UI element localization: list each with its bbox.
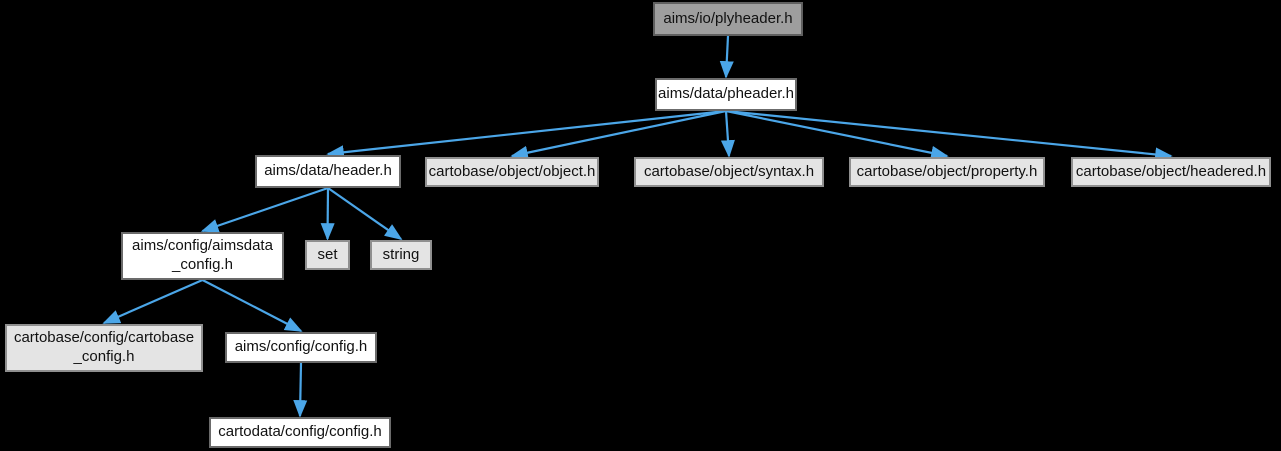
edge-pheader-to-header bbox=[326, 109, 727, 160]
node-syntax[interactable]: cartobase/object/syntax.h bbox=[634, 157, 824, 187]
node-cartobase_config[interactable]: cartobase/config/cartobase _config.h bbox=[5, 324, 203, 372]
node-object[interactable]: cartobase/object/object.h bbox=[425, 157, 599, 187]
node-headered[interactable]: cartobase/object/headered.h bbox=[1071, 157, 1271, 187]
node-string[interactable]: string bbox=[370, 240, 432, 270]
node-cartodata_config[interactable]: cartodata/config/config.h bbox=[209, 417, 391, 448]
edge-plyheader-to-pheader bbox=[719, 35, 734, 79]
edge-pheader-to-property bbox=[725, 109, 949, 160]
node-aims_config[interactable]: aims/config/config.h bbox=[225, 332, 377, 363]
node-property[interactable]: cartobase/object/property.h bbox=[849, 157, 1045, 187]
edge-aimsdata_config-to-cartobase_config bbox=[102, 278, 203, 325]
edge-pheader-to-object bbox=[510, 109, 727, 160]
node-aimsdata_config[interactable]: aims/config/aimsdata _config.h bbox=[121, 232, 284, 280]
edge-pheader-to-headered bbox=[725, 109, 1173, 162]
edge-pheader-to-syntax bbox=[720, 110, 735, 158]
node-plyheader[interactable]: aims/io/plyheader.h bbox=[653, 2, 803, 36]
edge-header-to-aimsdata_config bbox=[200, 186, 329, 233]
edge-header-to-string bbox=[327, 187, 403, 241]
node-set[interactable]: set bbox=[305, 240, 350, 270]
edge-aims_config-to-cartodata_config bbox=[293, 362, 308, 418]
node-pheader[interactable]: aims/data/pheader.h bbox=[655, 78, 797, 111]
edge-aimsdata_config-to-aims_config bbox=[201, 279, 303, 332]
node-header[interactable]: aims/data/header.h bbox=[255, 155, 401, 188]
edge-header-to-set bbox=[320, 187, 335, 241]
